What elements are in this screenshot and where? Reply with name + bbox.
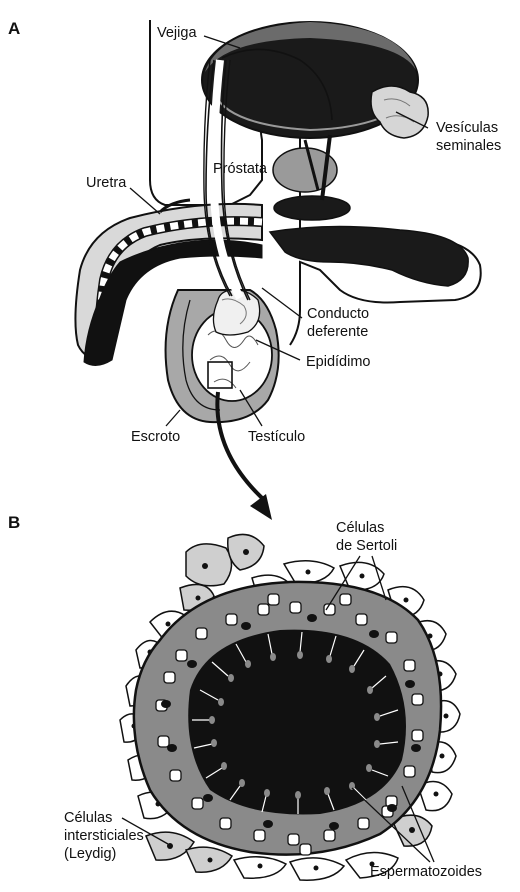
label-espermatozoides: Espermatozoides bbox=[370, 864, 482, 880]
escroto-leader bbox=[166, 410, 180, 426]
label-leydig-2: intersticiales bbox=[64, 828, 144, 844]
panel-a-drawing bbox=[75, 20, 480, 520]
label-testiculo: Testículo bbox=[248, 429, 305, 445]
label-escroto: Escroto bbox=[131, 429, 180, 445]
seminiferous-tubule bbox=[120, 534, 460, 880]
label-vesiculas-1: Vesículas bbox=[436, 120, 498, 136]
uretra-leader bbox=[130, 188, 160, 214]
label-leydig-3: (Leydig) bbox=[64, 846, 116, 862]
label-vesiculas-2: seminales bbox=[436, 138, 501, 154]
label-vejiga: Vejiga bbox=[157, 25, 197, 41]
label-uretra: Uretra bbox=[86, 175, 127, 191]
prostate bbox=[273, 148, 350, 220]
panel-a-letter: A bbox=[8, 19, 20, 38]
label-epididimo: Epidídimo bbox=[306, 354, 370, 370]
label-conducto-2: deferente bbox=[307, 324, 368, 340]
label-sertoli-1: Células bbox=[336, 520, 384, 536]
label-conducto-1: Conducto bbox=[307, 306, 369, 322]
label-prostata: Próstata bbox=[213, 161, 268, 177]
label-sertoli-2: de Sertoli bbox=[336, 538, 397, 554]
seminal-vesicles bbox=[371, 86, 428, 138]
zoom-arrow-head bbox=[250, 494, 272, 520]
label-leydig-1: Células bbox=[64, 810, 112, 826]
lumen bbox=[188, 630, 406, 815]
panel-b-letter: B bbox=[8, 513, 20, 532]
